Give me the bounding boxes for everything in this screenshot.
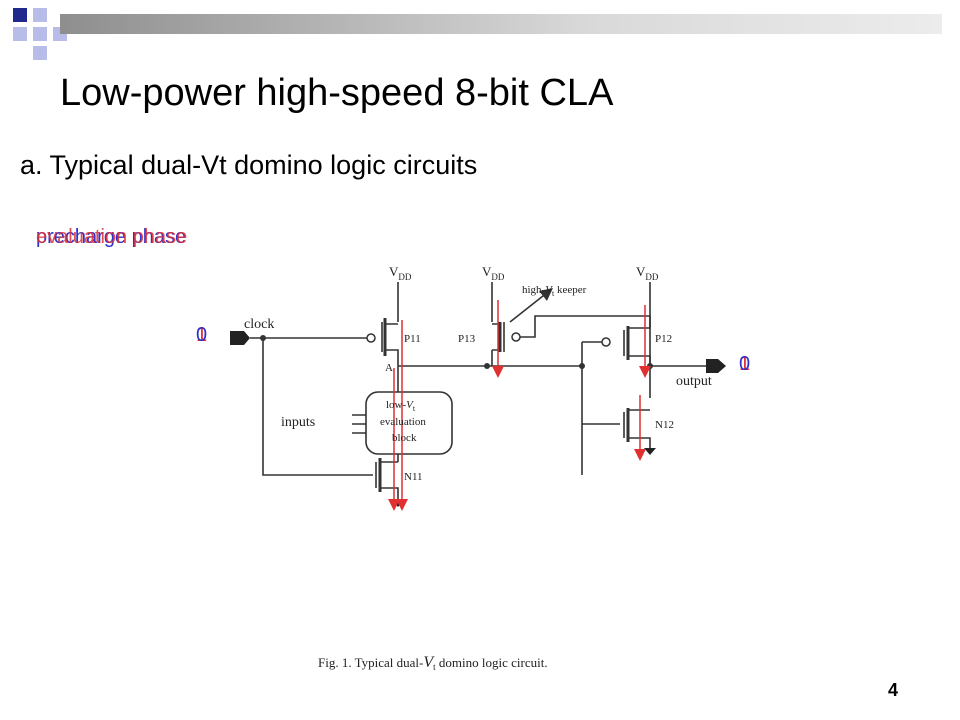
header-bar <box>60 14 942 34</box>
output-connector <box>706 359 726 373</box>
figure-caption: Fig. 1. Typical dual-Vt domino logic cir… <box>318 654 548 672</box>
vdd1-label: VDD <box>389 264 412 282</box>
block-label-2: evaluation <box>380 416 426 428</box>
clock-down-wire <box>262 338 373 476</box>
keeper-label: high-Vt keeper <box>522 284 587 298</box>
corner-square-light-3 <box>33 27 47 41</box>
evaluation-block <box>365 391 453 455</box>
n11-label: N11 <box>404 471 423 483</box>
p12-label: P12 <box>655 333 672 345</box>
block-label-3: block <box>392 432 417 444</box>
output-value-blue: 0 <box>739 353 751 375</box>
corner-square-dark-1 <box>13 8 27 22</box>
vdd3-label: VDD <box>636 264 659 282</box>
clock-value-red: 1 <box>196 324 208 346</box>
clock-connector <box>230 331 250 345</box>
clock-label: clock <box>244 317 274 332</box>
p11-label: P11 <box>404 333 421 345</box>
slide-subtitle: a. Typical dual-Vt domino logic circuits <box>20 150 478 180</box>
corner-square-light-2 <box>13 27 27 41</box>
corner-square-light-4 <box>33 46 47 60</box>
clock-value-blue: 0 <box>196 324 208 346</box>
n12-label: N12 <box>655 419 674 431</box>
node-a-label: A <box>385 362 393 374</box>
p13-label: P13 <box>458 333 476 345</box>
output-label: output <box>676 374 712 389</box>
vdd2-label: VDD <box>482 264 505 282</box>
block-label-1: low-Vt <box>386 399 416 413</box>
output-value-red: 1 <box>739 353 751 375</box>
page-number: 4 <box>888 680 899 700</box>
slide-title: Low-power high-speed 8-bit CLA <box>60 72 614 114</box>
inputs-label: inputs <box>281 415 315 430</box>
precharge-phase-label: precharge phase <box>36 226 187 248</box>
evaluation-phase-label: evaluation phase <box>36 226 188 248</box>
corner-square-light-1 <box>33 8 47 22</box>
